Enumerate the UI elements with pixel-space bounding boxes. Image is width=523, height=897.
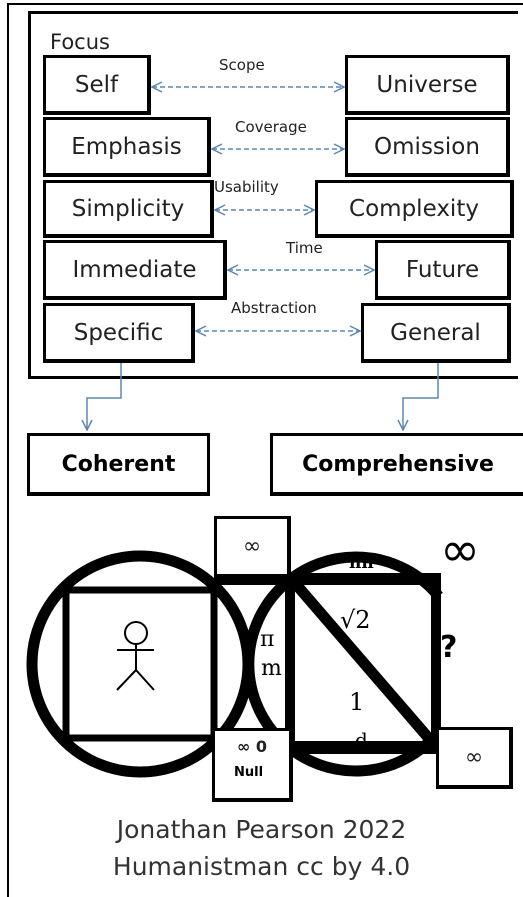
immediate-box: Immediate (43, 240, 227, 300)
null-label: Null (234, 765, 264, 780)
pi-label: π (260, 627, 275, 652)
coherent-box: Coherent (27, 433, 210, 496)
question-mark: ? (440, 630, 458, 665)
outer-frame-left (7, 3, 9, 897)
right-circle (243, 551, 443, 777)
infinity-top-box: ∞ (214, 516, 291, 578)
outer-frame-top (7, 3, 523, 5)
right-square-diagonal (289, 578, 437, 746)
right-square (285, 573, 441, 751)
credit-line-2: Humanistman cc by 4.0 (112, 852, 411, 881)
focus-panel (28, 11, 518, 379)
coverage-label: Coverage (235, 118, 307, 136)
infinity-zero-box: ∞ 0 (212, 728, 293, 802)
simplicity-box: Simplicity (43, 180, 214, 238)
emphasis-box: Emphasis (43, 117, 211, 177)
one-label: 1 (349, 688, 365, 716)
infinity-bottom-box: ∞ (436, 727, 513, 789)
abstraction-label: Abstraction (231, 299, 317, 317)
sqrt2-label: √2 (340, 606, 371, 634)
self-box: Self (43, 55, 151, 115)
general-box: General (361, 303, 511, 363)
emblem (26, 550, 443, 778)
d-label: d (355, 728, 368, 752)
usability-label: Usability (214, 178, 279, 196)
complexity-box: Complexity (315, 180, 514, 238)
time-label: Time (286, 239, 323, 257)
comprehensive-connector (403, 359, 439, 430)
future-box: Future (375, 240, 511, 300)
comprehensive-box: Comprehensive (270, 433, 523, 496)
nn-label: nn (349, 553, 374, 573)
infinity-large-symbol: ∞ (440, 522, 480, 578)
left-square (62, 586, 218, 742)
coherent-connector (87, 359, 122, 430)
scope-label: Scope (219, 56, 265, 74)
specific-box: Specific (43, 303, 195, 363)
credit-line-1: Jonathan Pearson 2022 (116, 815, 407, 844)
m-label: m (261, 656, 282, 681)
omission-box: Omission (345, 117, 510, 177)
universe-box: Universe (345, 55, 510, 115)
focus-title: Focus (50, 30, 110, 54)
